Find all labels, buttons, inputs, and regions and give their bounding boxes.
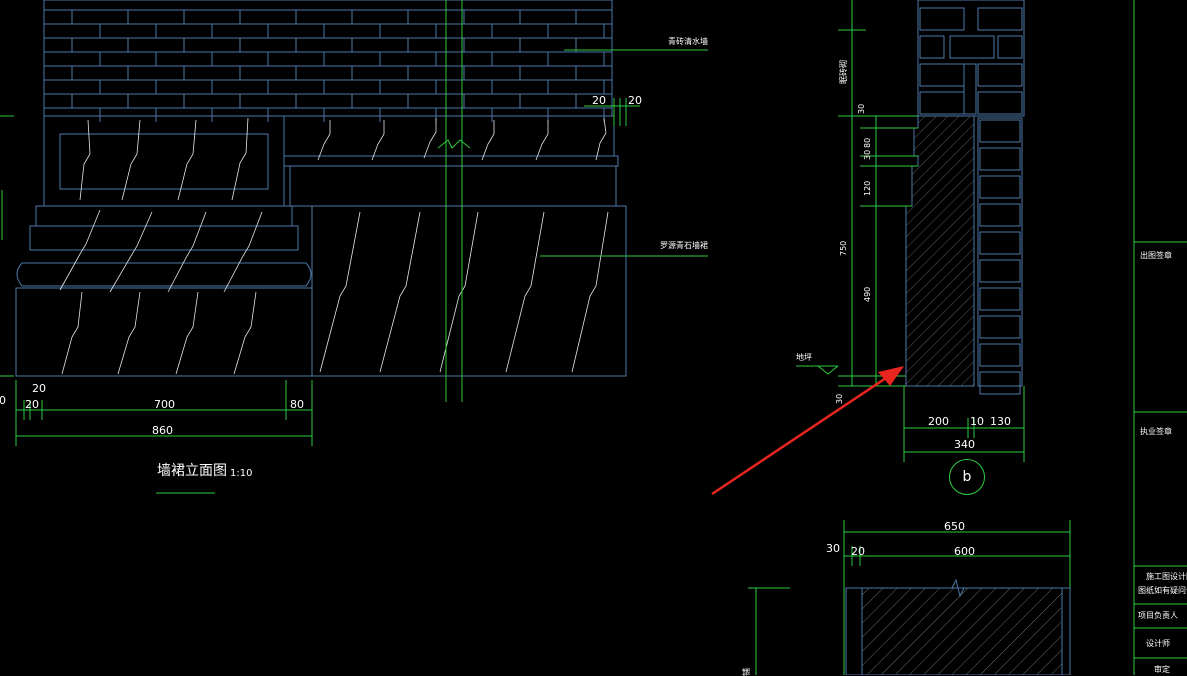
label-ground: 地坪 (796, 353, 812, 362)
tb-stage: 施工图设计阶段 (1146, 572, 1187, 581)
hdim-340: 340 (954, 438, 975, 451)
label-brick-course: 眠砖砌 (839, 60, 848, 84)
section-dims (796, 0, 1025, 462)
stone-wainscot (15, 115, 627, 377)
hdim-10: 10 (970, 415, 984, 428)
label-stone-wainscot: 罗源青石墙裙 (660, 241, 708, 250)
vdim-30-bottom: 30 (835, 393, 844, 404)
hdim-200: 200 (928, 415, 949, 428)
elevation-title: 墙裙立面图 (157, 463, 227, 479)
detail-dim-650: 650 (944, 520, 965, 533)
tb-output-seal: 出图签章 (1140, 251, 1172, 260)
dim-80: 80 (290, 398, 304, 411)
elevation-dims (0, 0, 708, 494)
annotation-arrow (711, 366, 904, 496)
tb-project-lead: 项目负责人 (1138, 611, 1178, 620)
tb-practice-seal: 执业签章 (1140, 427, 1172, 436)
brick-wall (43, 0, 613, 122)
hdim-130: 130 (990, 415, 1011, 428)
detail-dim-600: 600 (954, 545, 975, 558)
vdim-80: 80 (863, 137, 872, 148)
vdim-30-second: 30 (863, 149, 872, 160)
tb-note: 图纸如有疑问请及时沟通 (1138, 586, 1187, 595)
dim-20-upper: 20 (32, 382, 46, 395)
vdim-30-top: 30 (857, 103, 866, 114)
dim-top-b: 20 (628, 94, 642, 107)
dim-20-lower: 20 (25, 398, 39, 411)
tb-designer: 设计师 (1146, 639, 1170, 648)
dim-860: 860 (152, 424, 173, 437)
dim-700: 700 (154, 398, 175, 411)
detail-dims (748, 520, 1071, 675)
tb-approver: 审定 (1154, 665, 1170, 674)
section-marker-b: b (949, 459, 985, 495)
detail-section (845, 578, 1071, 675)
section-stone (905, 115, 1023, 395)
vdim-490: 490 (863, 286, 872, 302)
vdim-120: 120 (863, 180, 872, 196)
title-block (1133, 0, 1187, 675)
detail-dim-30: 30 (826, 542, 840, 555)
dim-left-cut: 20 (0, 394, 6, 407)
label-brick-wall: 青砖清水墙 (668, 37, 708, 46)
dim-top-a: 20 (592, 94, 606, 107)
elevation-scale: 1:10 (230, 468, 253, 479)
vdim-750: 750 (839, 240, 848, 256)
detail-dim-20: 20 (851, 545, 865, 558)
section-brick (917, 0, 1025, 117)
